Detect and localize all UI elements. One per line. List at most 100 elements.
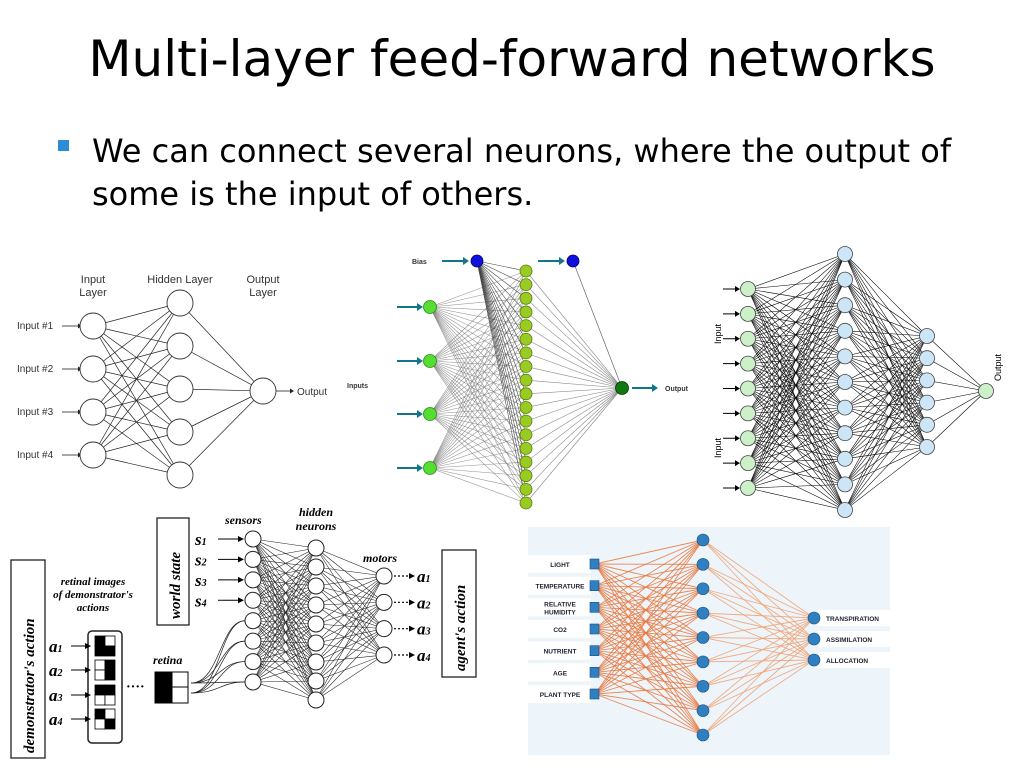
input-label-5: NUTRIENT	[544, 649, 577, 656]
figure-bias-network: Bias Inputs Output	[345, 245, 710, 510]
hidden-node	[696, 606, 710, 620]
bias-link	[476, 260, 527, 476]
output-node	[807, 632, 821, 646]
demonstrator-action-label-3: a3	[49, 686, 63, 705]
input-node	[423, 354, 437, 368]
arrowhead-icon	[238, 576, 244, 583]
hidden-node	[919, 372, 935, 389]
retina-cell-light	[171, 671, 189, 688]
output-link	[525, 284, 623, 389]
bias-link	[476, 260, 527, 449]
output-link	[525, 311, 623, 389]
input-node	[589, 602, 600, 613]
bias-link	[476, 260, 527, 354]
retina-label: retina	[153, 653, 182, 667]
hidden-node	[519, 291, 533, 305]
hidden-node	[919, 416, 935, 433]
input-node	[589, 667, 600, 678]
arrowhead-icon	[238, 556, 244, 563]
input-label-3: Input #3	[17, 407, 54, 418]
output-label: Output	[665, 386, 689, 393]
hidden-node	[837, 425, 853, 442]
hidden-node	[519, 387, 533, 401]
output-label-1: TRANSPIRATION	[826, 616, 879, 623]
retinal-pixel	[104, 684, 116, 696]
input-neuron	[79, 355, 107, 383]
hidden-node	[919, 328, 935, 344]
retinal-pixel	[104, 635, 116, 647]
output-link	[525, 338, 623, 389]
output-neuron	[249, 377, 277, 405]
arrowhead-icon	[409, 652, 415, 658]
input-node	[740, 405, 756, 422]
hidden-node	[696, 558, 710, 571]
retina-link	[190, 640, 246, 684]
sensor-label-4: s4	[194, 591, 207, 610]
sensor-neuron	[244, 550, 262, 568]
retina-link	[190, 661, 246, 694]
input-neuron	[79, 312, 107, 340]
bias-link	[476, 260, 527, 340]
agent-action-label-1: a1	[417, 567, 431, 586]
hidden-node	[519, 482, 533, 496]
bias-node	[566, 254, 580, 268]
sensor-neuron	[244, 673, 262, 691]
arrowhead-icon	[417, 410, 423, 418]
output-node	[615, 381, 629, 395]
retinal-pixel	[104, 694, 116, 706]
deep-network-diagram: Input Input Output	[713, 246, 1003, 518]
output-label-3: ALLOCATION	[826, 658, 868, 665]
input-node	[423, 300, 437, 314]
output-link	[525, 387, 623, 436]
bias-link	[476, 260, 527, 272]
bias-network-diagram: Bias Inputs Output	[347, 254, 689, 510]
bias-link	[476, 260, 527, 422]
input-label-4: CO2	[553, 627, 567, 634]
retinal-pixel	[94, 694, 106, 706]
hidden-neuron	[166, 332, 194, 360]
hidden-neuron	[166, 375, 194, 403]
arrowhead-icon	[735, 286, 740, 292]
input-node	[740, 305, 756, 322]
hidden-node	[696, 679, 710, 693]
input-label-3: HUMIDITY	[544, 609, 576, 616]
hidden-node	[519, 305, 533, 319]
retina-link	[190, 620, 246, 694]
motor-neuron	[375, 567, 393, 585]
arrowhead-icon	[238, 536, 244, 542]
hidden-node	[519, 346, 533, 360]
arrowhead-icon	[409, 625, 415, 632]
output-link	[525, 387, 623, 476]
hidden-node	[837, 502, 853, 518]
hidden-node	[837, 297, 853, 314]
input-label-3: RELATIVE	[544, 601, 576, 608]
output-label-band	[818, 610, 890, 626]
bias-link	[476, 260, 527, 326]
agent-action-label: agent's action	[453, 585, 469, 671]
bias-link	[476, 260, 527, 394]
hidden-node	[519, 428, 533, 442]
hidden-neuron	[166, 461, 194, 489]
output-link	[525, 387, 623, 504]
output-link	[525, 298, 623, 389]
arrowhead-icon	[417, 303, 423, 311]
sensor-neuron	[244, 653, 262, 671]
arrowhead-icon	[735, 410, 740, 417]
retina-cell-light	[171, 686, 189, 704]
output-label-2: ASSIMILATION	[826, 637, 872, 644]
input-node	[740, 430, 756, 447]
world-state-label: world state	[168, 552, 184, 619]
output-link	[525, 387, 623, 395]
input-label-band	[528, 576, 591, 595]
bias-link	[476, 260, 527, 435]
hidden-node	[696, 582, 710, 596]
arrowhead-icon	[463, 257, 469, 265]
input-node	[740, 455, 756, 472]
arrowhead-icon	[735, 335, 740, 342]
output-link	[525, 270, 623, 389]
ellipsis-label: ····	[126, 680, 145, 695]
